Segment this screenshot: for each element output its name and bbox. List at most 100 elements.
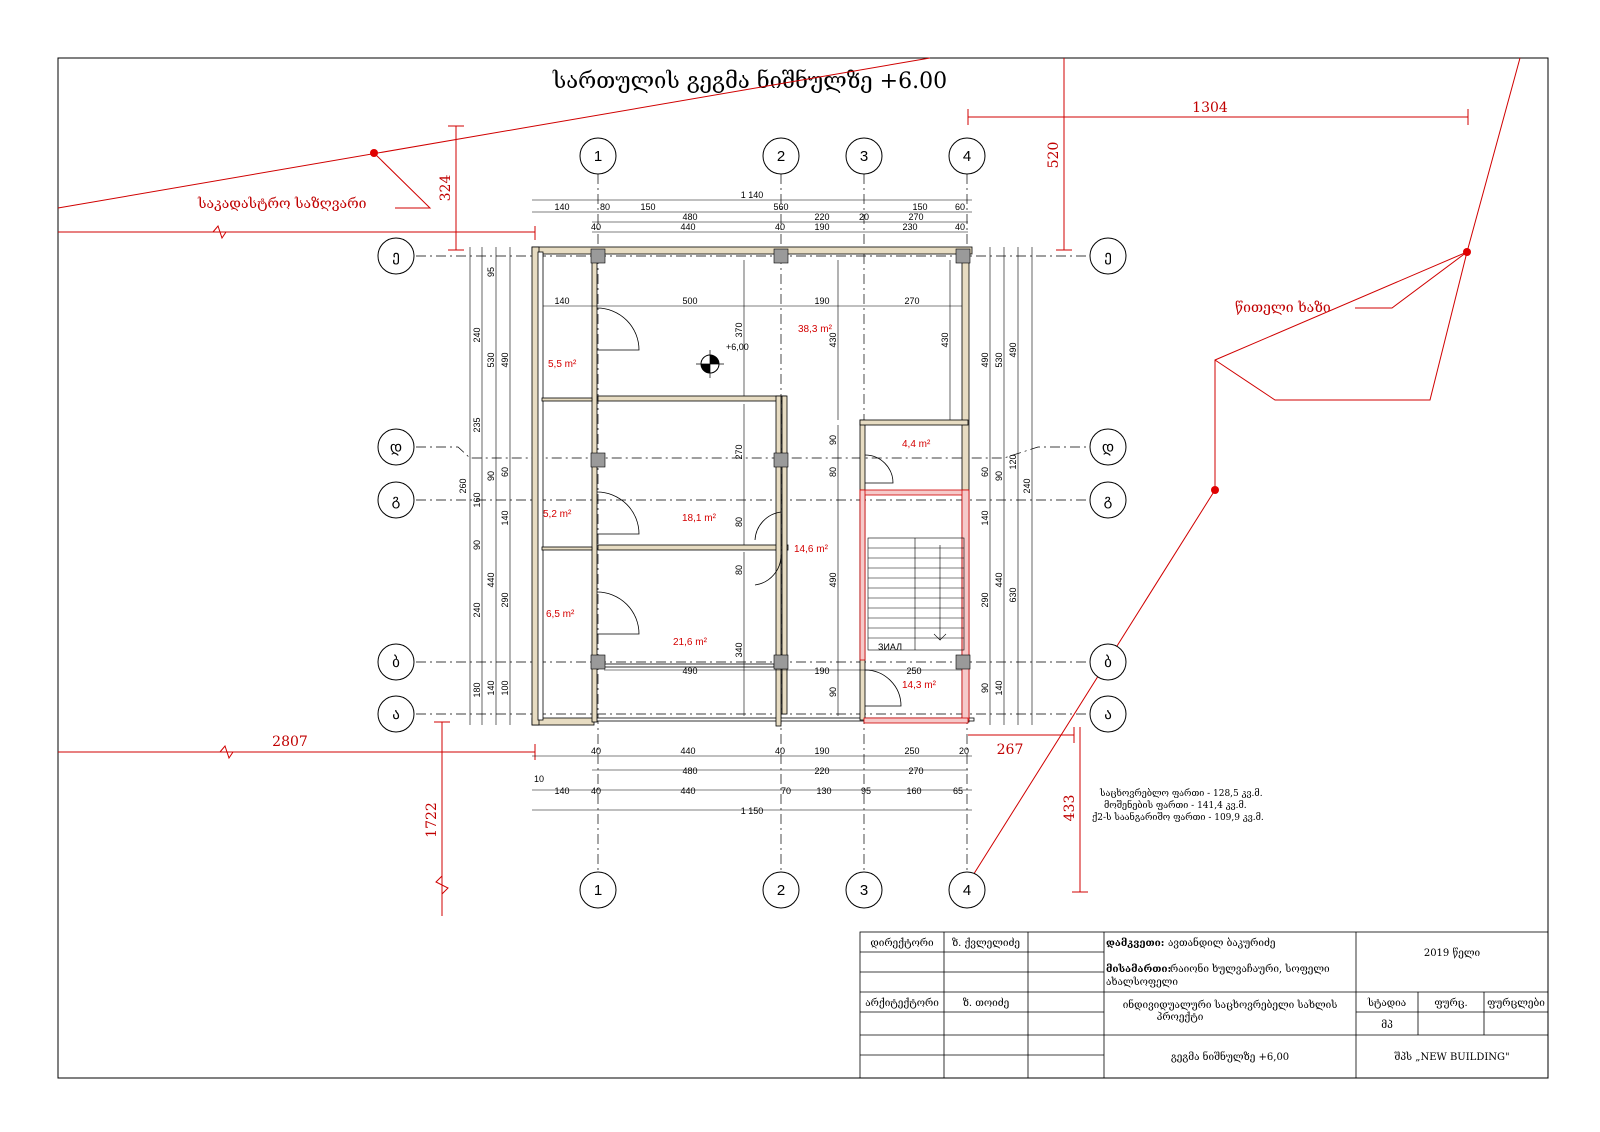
dim-int-v-0: 370 bbox=[734, 322, 744, 337]
dim-2807: 2807 bbox=[272, 734, 308, 750]
dim-top-overall: 1 140 bbox=[741, 190, 764, 200]
axis-2-top: 2 bbox=[777, 148, 785, 165]
dim-int-top-0: 140 bbox=[554, 296, 569, 306]
dim-left-inner-4: 140 bbox=[486, 680, 496, 695]
axis-a-left: ა bbox=[392, 706, 400, 723]
doors bbox=[596, 307, 902, 707]
red-line-leader bbox=[1355, 251, 1468, 309]
dim-bot-r3-3: 440 bbox=[680, 786, 695, 796]
dim-267: 267 bbox=[997, 742, 1024, 758]
dim-bot-r1-3: 190 bbox=[814, 746, 829, 756]
dim-right-i2-5: 290 bbox=[980, 592, 990, 607]
red-line-label: წითელი ხაზი bbox=[1235, 299, 1331, 316]
dimension-lines bbox=[469, 199, 1033, 811]
sheets-label: ფურცლები bbox=[1487, 998, 1545, 1009]
dim-int-top-2: 190 bbox=[814, 296, 829, 306]
dim-int-bot-1: 190 bbox=[814, 666, 829, 676]
dim-bot-r3-2: 40 bbox=[591, 786, 601, 796]
dim-right-inner-1: 90 bbox=[994, 471, 1004, 481]
axis-g-right: გ bbox=[1104, 492, 1113, 509]
dim-right-mid-1: 120 bbox=[1008, 454, 1018, 469]
columns bbox=[590, 248, 971, 670]
address-value: რაიონი ხულვაჩაური, სოფელი bbox=[1170, 963, 1330, 975]
dim-right-mid-2: 630 bbox=[1008, 587, 1018, 602]
dim-int-v-2: 430 bbox=[940, 332, 950, 347]
dim-int-v-5: 80 bbox=[828, 467, 838, 477]
stage-label: სტადია bbox=[1367, 998, 1406, 1009]
architect-name: ზ. თოიძე bbox=[963, 998, 1009, 1009]
room-area-2: 38,3 m² bbox=[798, 324, 833, 335]
dim-int-bot-0: 490 bbox=[682, 666, 697, 676]
axis-3-top: 3 bbox=[860, 148, 868, 165]
axis-a-right: ა bbox=[1104, 706, 1112, 723]
room-area-9: 14,3 m² bbox=[902, 680, 937, 691]
dim-right-mid-0: 490 bbox=[1008, 342, 1018, 357]
area-notes: საცხოვრებლო ფართი - 128,5 კვ.მ. მოშენები… bbox=[1092, 788, 1264, 823]
dim-right-i2-1: 490 bbox=[980, 352, 990, 367]
axis-e-right: ე bbox=[1104, 248, 1112, 265]
dim-right-inner-0: 530 bbox=[994, 352, 1004, 367]
room-area-3: 4,4 m² bbox=[902, 439, 931, 450]
dim-top-r3-0: 40 bbox=[591, 222, 601, 232]
dim-top-r1-5: 60 bbox=[955, 202, 965, 212]
project-title-2: პროექტი bbox=[1157, 1012, 1204, 1023]
dim-top-r2-3: 270 bbox=[908, 212, 923, 222]
axis-b-left: ბ bbox=[392, 654, 400, 671]
drawing-name: გეგმა ნიშნულზე +6,00 bbox=[1171, 1051, 1289, 1063]
title-block-text: დირექტორი ზ. ქვლელიძე არქიტექტორი ზ. თოი… bbox=[865, 937, 1545, 1063]
dim-bot-r1-4: 250 bbox=[904, 746, 919, 756]
dim-int-v-3: 270 bbox=[734, 444, 744, 459]
director-label: დირექტორი bbox=[870, 938, 934, 949]
red-line-polyline bbox=[964, 57, 1521, 889]
dimension-texts: 1 140 140 80 150 560 150 60 480 220 20 2… bbox=[458, 190, 1032, 816]
dim-left-mid-2: 160 bbox=[472, 492, 482, 507]
dim-bot-r1-2: 40 bbox=[775, 746, 785, 756]
dim-left-mid-5: 180 bbox=[472, 682, 482, 697]
year: 2019 წელი bbox=[1424, 948, 1481, 959]
dim-right-i2-7: 90 bbox=[980, 683, 990, 693]
page-title: სართულის გეგმა ნიშნულზე +6.00 bbox=[552, 68, 947, 94]
axis-2-bottom: 2 bbox=[777, 882, 785, 899]
project-title: ინდივიდუალური საცხოვრებელი სახლის bbox=[1123, 999, 1338, 1011]
dim-right-inner-2: 440 bbox=[994, 572, 1004, 587]
stage-value: მპ bbox=[1381, 1020, 1393, 1031]
director-name: ზ. ქვლელიძე bbox=[952, 938, 1020, 949]
red-line-point-2 bbox=[1211, 486, 1219, 494]
dim-right-inner-3: 140 bbox=[994, 680, 1004, 695]
dim-int-top-3: 270 bbox=[904, 296, 919, 306]
dim-left-i2-7: 100 bbox=[500, 680, 510, 695]
dim-bot-r3-7: 160 bbox=[906, 786, 921, 796]
site-points bbox=[370, 149, 1471, 494]
client-value: ავთანდილ ბაკურიძე bbox=[1168, 937, 1276, 949]
axis-1-bottom: 1 bbox=[594, 882, 602, 899]
dim-top-r1-4: 150 bbox=[912, 202, 927, 212]
level-label: +6,00 bbox=[726, 342, 749, 352]
site-boundaries bbox=[57, 57, 1521, 916]
area-note-1: საცხოვრებლო ფართი - 128,5 კვ.მ. bbox=[1099, 788, 1263, 799]
axis-g-left: გ bbox=[392, 492, 401, 509]
dim-bot-r1-1: 440 bbox=[680, 746, 695, 756]
dim-left-mid-3: 90 bbox=[472, 540, 482, 550]
dim-right-i2-2: 60 bbox=[980, 467, 990, 477]
dim-1304: 1304 bbox=[1192, 100, 1228, 116]
axis-d-left: დ bbox=[390, 439, 402, 456]
dim-int-v-1: 430 bbox=[828, 332, 838, 347]
company-name: შპს „NEW BUILDING" bbox=[1394, 1052, 1509, 1063]
dim-left-outer: 260 bbox=[458, 478, 468, 493]
dim-bot-r3-8: 65 bbox=[953, 786, 963, 796]
stairs bbox=[867, 537, 965, 651]
dim-top-r2-2: 20 bbox=[859, 212, 869, 222]
dim-bot-r3-1: 140 bbox=[554, 786, 569, 796]
room-area-6: 14,6 m² bbox=[794, 544, 829, 555]
dim-bot-r3-6: 95 bbox=[861, 786, 871, 796]
dim-bot-r1-5: 20 bbox=[959, 746, 969, 756]
dim-433: 433 bbox=[1062, 795, 1078, 822]
area-note-2: მოშენების ფართი - 141,4 კვ.მ. bbox=[1104, 799, 1247, 811]
red-line-point-1 bbox=[1463, 248, 1471, 256]
dim-int-v-7: 80 bbox=[734, 565, 744, 575]
axis-4-top: 4 bbox=[963, 148, 971, 165]
dim-left-mid-4: 240 bbox=[472, 602, 482, 617]
dim-int-v-10: 90 bbox=[828, 687, 838, 697]
walls bbox=[531, 246, 975, 727]
